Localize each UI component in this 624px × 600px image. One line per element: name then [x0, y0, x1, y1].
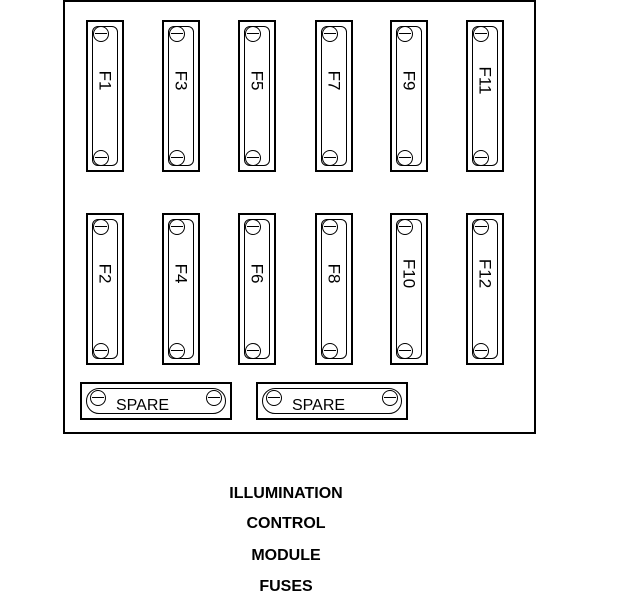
fuse-f11[interactable]: F11	[466, 20, 504, 172]
screw-icon	[322, 26, 338, 42]
screw-icon	[245, 343, 261, 359]
fuse-body	[472, 26, 498, 166]
fuse-label: F8	[324, 263, 344, 284]
caption-line-4: FUSES	[259, 578, 313, 595]
screw-icon	[397, 26, 413, 42]
screw-icon	[322, 150, 338, 166]
spare-fuse-body	[262, 388, 402, 414]
screw-icon	[93, 219, 109, 235]
spare-label: SPARE	[292, 397, 346, 414]
screw-icon	[322, 343, 338, 359]
fuse-label: F9	[399, 70, 419, 91]
fuse-f2[interactable]: F2	[86, 213, 124, 365]
screw-icon	[397, 343, 413, 359]
fuse-body	[396, 26, 422, 166]
fuse-label: F5	[247, 70, 267, 91]
spare-fuse-2[interactable]: SPARE	[256, 382, 408, 420]
screw-icon	[473, 150, 489, 166]
fuse-label: F4	[171, 263, 191, 284]
fuse-body	[472, 219, 498, 359]
fuse-body	[396, 219, 422, 359]
screw-icon	[382, 390, 398, 406]
fuse-f5[interactable]: F5	[238, 20, 276, 172]
spare-fuse-body	[86, 388, 226, 414]
fuse-f7[interactable]: F7	[315, 20, 353, 172]
screw-icon	[473, 343, 489, 359]
screw-icon	[93, 150, 109, 166]
fuse-label: F10	[399, 258, 419, 289]
fuse-body	[321, 26, 347, 166]
screw-icon	[90, 390, 106, 406]
caption-line-3: MODULE	[251, 547, 321, 564]
fuse-f8[interactable]: F8	[315, 213, 353, 365]
screw-icon	[473, 26, 489, 42]
fuse-label: F6	[247, 263, 267, 284]
spare-label: SPARE	[116, 397, 170, 414]
fuse-body	[92, 26, 118, 166]
screw-icon	[397, 219, 413, 235]
spare-fuse-1[interactable]: SPARE	[80, 382, 232, 420]
screw-icon	[266, 390, 282, 406]
fuse-f10[interactable]: F10	[390, 213, 428, 365]
screw-icon	[245, 219, 261, 235]
fuse-label: F2	[95, 263, 115, 284]
fuse-body	[244, 219, 270, 359]
screw-icon	[93, 343, 109, 359]
fuse-f12[interactable]: F12	[466, 213, 504, 365]
fuse-module-panel: F1 F3 F5 F7 F9 F11 F2	[63, 0, 536, 434]
fuse-label: F1	[95, 70, 115, 91]
screw-icon	[169, 150, 185, 166]
fuse-body	[92, 219, 118, 359]
fuse-f6[interactable]: F6	[238, 213, 276, 365]
fuse-f4[interactable]: F4	[162, 213, 200, 365]
fuse-label: F12	[475, 258, 495, 289]
fuse-f3[interactable]: F3	[162, 20, 200, 172]
screw-icon	[169, 219, 185, 235]
fuse-f1[interactable]: F1	[86, 20, 124, 172]
screw-icon	[206, 390, 222, 406]
caption-line-1: ILLUMINATION	[229, 485, 343, 502]
screw-icon	[169, 26, 185, 42]
screw-icon	[473, 219, 489, 235]
fuse-f9[interactable]: F9	[390, 20, 428, 172]
screw-icon	[93, 26, 109, 42]
screw-icon	[322, 219, 338, 235]
fuse-body	[244, 26, 270, 166]
screw-icon	[245, 26, 261, 42]
fuse-body	[321, 219, 347, 359]
screw-icon	[245, 150, 261, 166]
caption-line-2: CONTROL	[246, 515, 326, 532]
fuse-body	[168, 219, 194, 359]
fuse-label: F7	[324, 70, 344, 91]
fuse-body	[168, 26, 194, 166]
screw-icon	[397, 150, 413, 166]
fuse-label: F3	[171, 70, 191, 91]
screw-icon	[169, 343, 185, 359]
fuse-label: F11	[475, 66, 495, 95]
